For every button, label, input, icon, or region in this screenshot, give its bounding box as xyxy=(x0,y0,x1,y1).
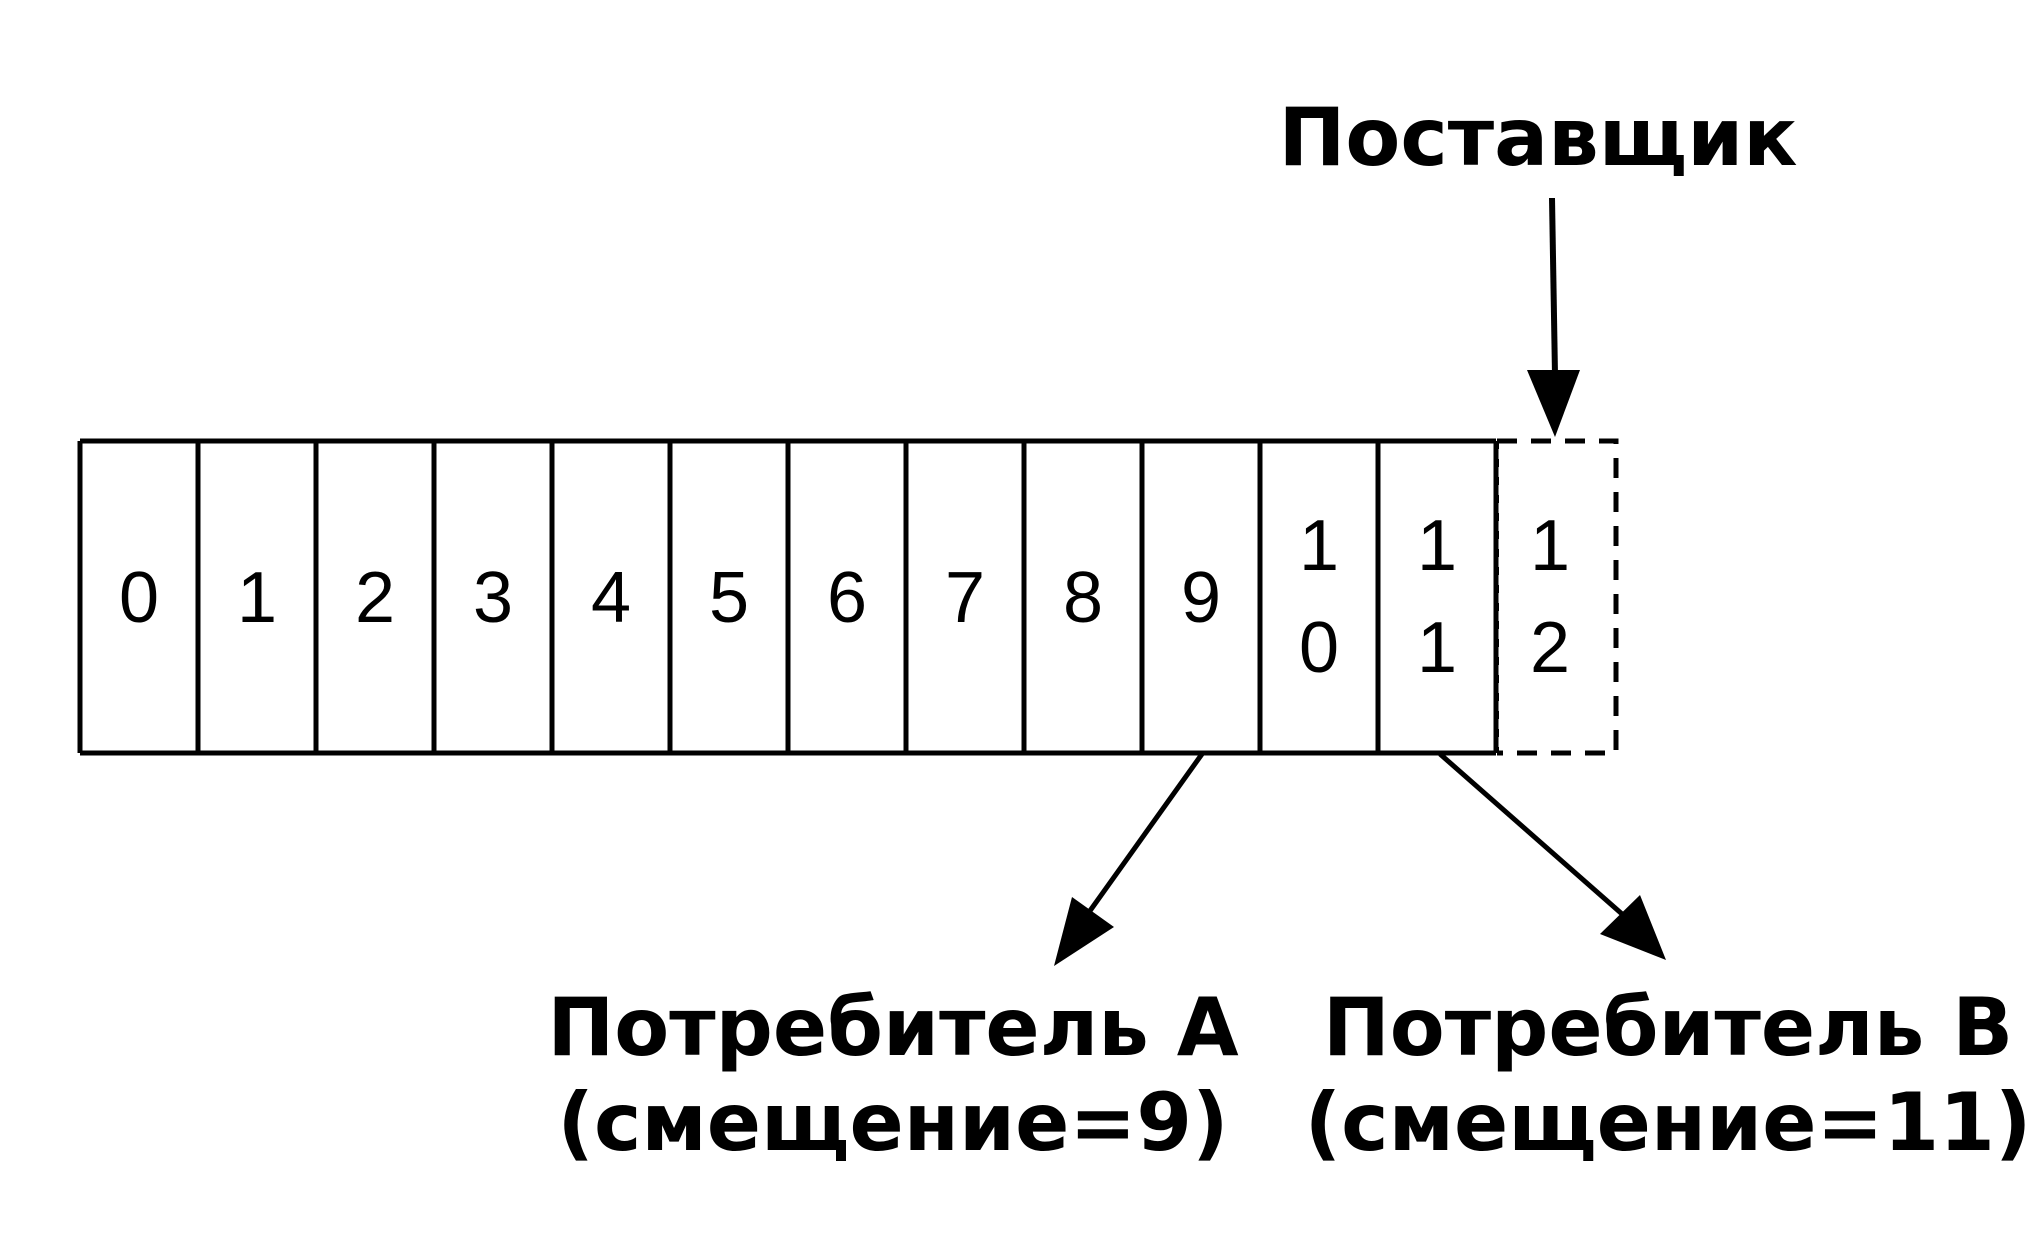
cell-offset-4: 4 xyxy=(591,558,631,638)
pending-offset-top: 1 xyxy=(1530,506,1570,586)
pending-cell: 1 2 xyxy=(1495,438,1619,756)
cell-offset-11-bottom: 1 xyxy=(1417,608,1457,688)
cell-offset-7: 7 xyxy=(945,558,985,638)
pending-offset-bottom: 2 xyxy=(1530,608,1570,688)
cell-offset-2: 2 xyxy=(355,558,395,638)
cell-offset-10-top: 1 xyxy=(1299,506,1339,586)
cell-offset-10-bottom: 0 xyxy=(1299,608,1339,688)
consumer-b-name: Потребитель B xyxy=(1323,981,2013,1074)
cell-offset-3: 3 xyxy=(473,558,513,638)
cell-offset-1: 1 xyxy=(237,558,277,638)
consumer-b-offset: (смещение=11) xyxy=(1305,1076,2032,1169)
cell-offset-8: 8 xyxy=(1063,558,1103,638)
consumer-a-offset: (смещение=9) xyxy=(557,1076,1228,1169)
cell-offset-6: 6 xyxy=(827,558,867,638)
cell-offset-5: 5 xyxy=(709,558,749,638)
cell-offset-9: 9 xyxy=(1181,558,1221,638)
consumer-a-name: Потребитель A xyxy=(547,981,1238,1074)
cell-offset-0: 0 xyxy=(119,558,159,638)
producer-label: Поставщик xyxy=(1278,91,1797,184)
producer-arrow xyxy=(1527,197,1580,437)
cell-offset-11-top: 1 xyxy=(1417,506,1457,586)
consumer-b-arrow xyxy=(1438,752,1666,960)
consumer-a-arrow xyxy=(1054,752,1205,966)
